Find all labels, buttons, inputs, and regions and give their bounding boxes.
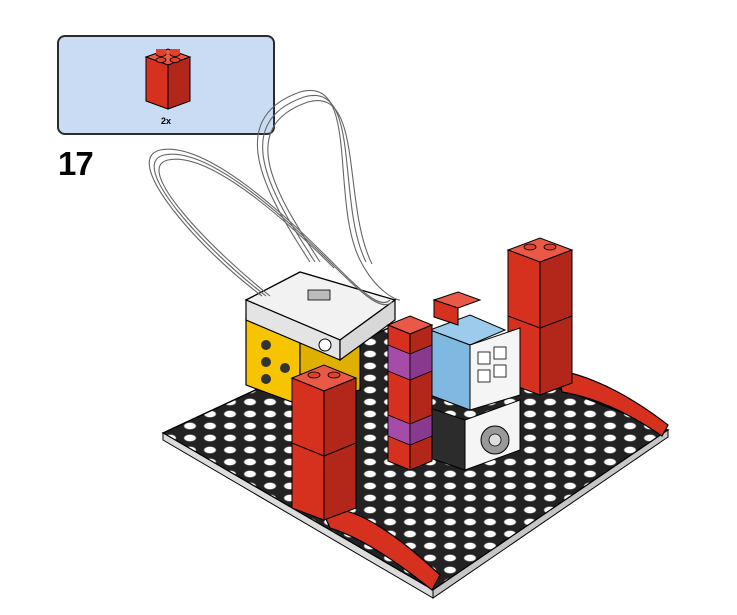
part-quantity-label: 2x <box>160 116 171 126</box>
distance-sensor <box>429 399 521 471</box>
red-curved-slope-right <box>557 369 669 437</box>
step-number: 17 <box>58 145 94 182</box>
cables <box>148 89 401 306</box>
red-brick-stack-front <box>290 364 358 521</box>
red-curved-slope-front <box>321 508 441 591</box>
hub-white-top <box>244 271 397 362</box>
blue-sensor <box>428 314 521 411</box>
red-purple-brick-stack <box>386 291 482 471</box>
parts-callout: 2x <box>57 35 275 135</box>
red-2x2x3-brick-icon <box>144 48 192 110</box>
